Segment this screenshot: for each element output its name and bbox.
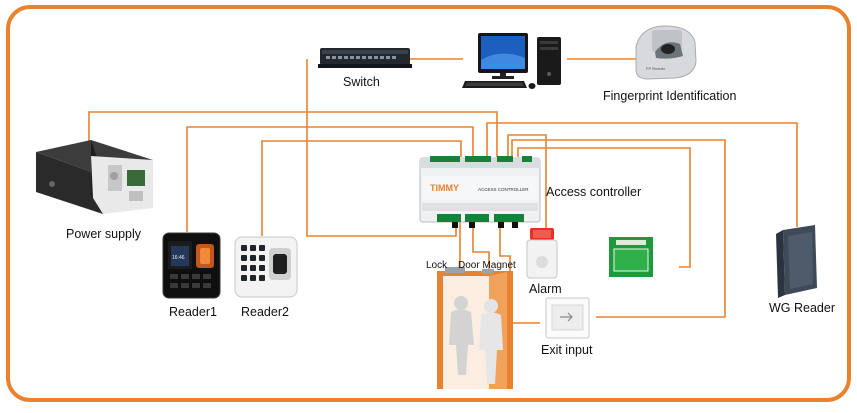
exit-button-icon: [545, 297, 590, 339]
wire-reader2-controller: [261, 140, 462, 236]
fingerprint-label: Fingerprint Identification: [603, 89, 736, 103]
reader1-label: Reader1: [169, 305, 217, 319]
power-supply-box-icon: [36, 140, 153, 214]
reader2-label: Reader2: [241, 305, 289, 319]
reader1-screen-text: 16:46: [172, 255, 185, 261]
alarm-label: Alarm: [529, 282, 562, 296]
emergency-break-glass-icon: [609, 237, 653, 277]
wire-exit-controller: [511, 139, 726, 318]
power-supply-label: Power supply: [66, 227, 142, 241]
controller-brand-text: TIMMY: [430, 183, 459, 193]
wire-magnet-exit: [499, 222, 540, 324]
wire-alarm-controller: [507, 134, 547, 228]
access-controller-icon: TIMMY ACCESS CONTROLLER: [419, 156, 541, 228]
wire-reader1-controller: [186, 126, 474, 232]
lock-label: Lock: [426, 260, 448, 271]
door-magnet-label: Door Magnet: [458, 260, 516, 271]
reader1-device-icon: 16:46: [162, 232, 221, 299]
wire-power-controller: [88, 111, 498, 168]
network-switch-icon: [318, 48, 412, 68]
reader2-device-icon: [234, 236, 298, 298]
fingerprint-scanner-icon: FP Reader: [635, 25, 697, 80]
computer-icon: [462, 33, 561, 89]
wire-emergency-controller: [517, 147, 691, 268]
switch-label: Switch: [343, 75, 380, 89]
wires: [88, 58, 798, 324]
wire-magnet-controller: [472, 222, 490, 272]
controller-panel-text: ACCESS CONTROLLER: [478, 187, 529, 192]
wg-reader-icon: [776, 225, 817, 298]
door-icon: [437, 267, 513, 389]
wire-wg-controller: [486, 122, 798, 227]
access-controller-label: Access controller: [546, 185, 641, 199]
exit-input-label: Exit input: [541, 343, 593, 357]
wire-switch-controller: [306, 59, 457, 237]
fingerprint-brand-text: FP Reader: [646, 66, 666, 71]
wg-reader-label: WG Reader: [769, 301, 835, 315]
alarm-siren-icon: [526, 228, 558, 279]
